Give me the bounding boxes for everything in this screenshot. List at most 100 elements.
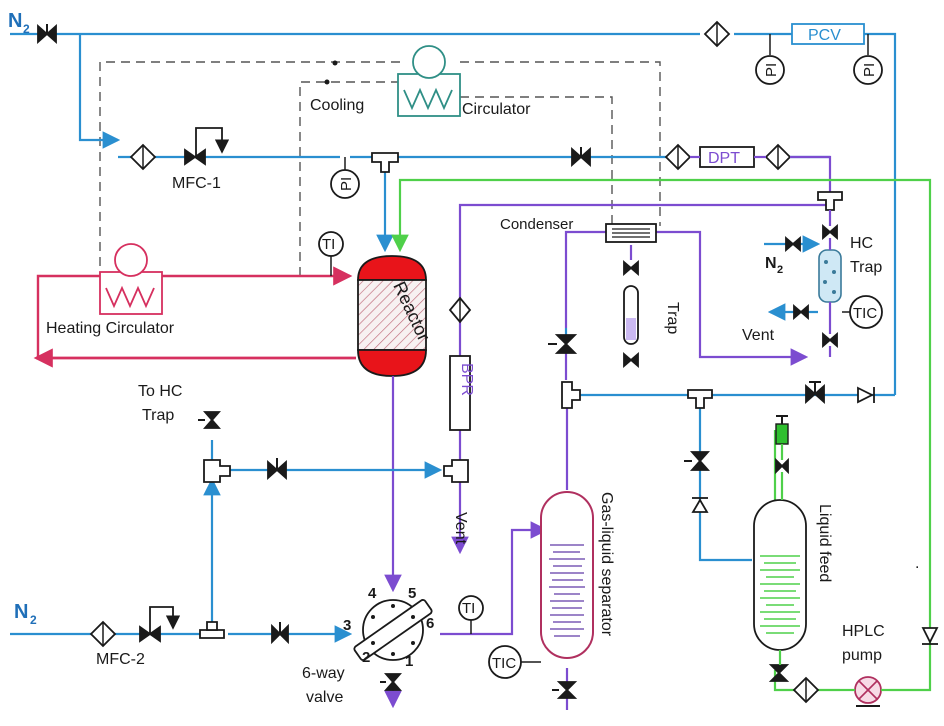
heating-loop xyxy=(33,266,356,368)
svg-text:Gas-liquid separator: Gas-liquid separator xyxy=(598,492,615,637)
svg-text:4: 4 xyxy=(368,585,377,602)
svg-text:Trap: Trap xyxy=(850,259,882,276)
vent-hc: Vent TIC xyxy=(742,295,883,344)
check-valve xyxy=(691,497,709,513)
separator-drain-valve[interactable] xyxy=(552,681,578,699)
svg-text:TI: TI xyxy=(322,236,335,253)
check-valve xyxy=(921,627,939,645)
svg-text:N: N xyxy=(8,10,22,32)
svg-text:2: 2 xyxy=(30,613,37,627)
filter-icon xyxy=(764,143,792,171)
svg-text:TIC: TIC xyxy=(853,305,877,322)
filter-icon xyxy=(664,143,692,171)
vent-mid-label: Vent xyxy=(452,512,469,545)
temperature-indicator-transfer: TI xyxy=(458,595,484,634)
check-valve xyxy=(857,386,875,404)
tee-fitting xyxy=(199,621,225,639)
gas-liquid-separator: Gas-liquid separator xyxy=(540,491,615,659)
svg-text:Heating Circulator: Heating Circulator xyxy=(46,320,175,337)
svg-text:To HC: To HC xyxy=(138,383,182,400)
tee-fitting xyxy=(687,389,713,409)
hplc-pump: HPLC pump xyxy=(842,623,885,707)
svg-text:PI: PI xyxy=(338,177,355,191)
valve-vent-line[interactable] xyxy=(267,458,287,481)
mfc-2[interactable]: MFC-2 xyxy=(96,606,181,668)
filter-icon xyxy=(792,676,820,704)
svg-text:HPLC: HPLC xyxy=(842,623,885,640)
condenser: Condenser xyxy=(500,216,657,243)
pressure-indicator-right: PI xyxy=(853,34,883,85)
svg-text:valve: valve xyxy=(306,689,343,706)
svg-text:TI: TI xyxy=(462,600,475,617)
svg-text:TIC: TIC xyxy=(492,655,516,672)
n2-inlet-valve[interactable] xyxy=(37,23,57,45)
svg-text:PCV: PCV xyxy=(808,27,841,44)
svg-text:PI: PI xyxy=(763,63,780,77)
svg-text:N: N xyxy=(14,601,28,623)
filter-icon xyxy=(129,143,157,171)
svg-text:.: . xyxy=(915,555,919,572)
svg-text:6-way: 6-way xyxy=(302,665,345,682)
filter-icon xyxy=(703,20,731,48)
cooling-loop xyxy=(99,60,661,277)
svg-text:N: N xyxy=(765,255,777,272)
mfc-1[interactable]: MFC-1 xyxy=(172,127,230,192)
valve-middle-left[interactable] xyxy=(548,334,578,354)
svg-text:pump: pump xyxy=(842,647,882,664)
to-hc-trap-label: To HC Trap xyxy=(138,383,182,424)
svg-text:Circulator: Circulator xyxy=(462,101,531,118)
pressure-indicator-mid: PI xyxy=(330,157,360,199)
svg-text:Trap: Trap xyxy=(664,302,681,334)
vapor-lines xyxy=(384,203,830,710)
reactor: Reactor xyxy=(357,255,434,377)
n2-top-label: N 2 xyxy=(8,10,30,36)
svg-text:Liquid feed: Liquid feed xyxy=(816,504,833,582)
svg-text:MFC-1: MFC-1 xyxy=(172,175,221,192)
svg-text:HC: HC xyxy=(850,235,873,252)
svg-text:2: 2 xyxy=(362,649,370,666)
svg-text:1: 1 xyxy=(405,653,413,670)
six-way-label: 6-way valve xyxy=(302,665,345,706)
valve-liquid-feed-line[interactable] xyxy=(684,451,711,471)
pressure-indicator-left: PI xyxy=(755,34,785,85)
tee-fitting xyxy=(561,381,581,409)
svg-text:Trap: Trap xyxy=(142,407,174,424)
svg-text:DPT: DPT xyxy=(708,150,740,167)
svg-text:MFC-2: MFC-2 xyxy=(96,651,145,668)
heating-circulator: Heating Circulator xyxy=(46,243,175,337)
svg-text:BPR: BPR xyxy=(458,363,475,396)
filter-icon xyxy=(448,296,472,324)
trap-vessel: Trap xyxy=(623,260,681,368)
valve-middle-right[interactable] xyxy=(805,381,825,405)
syringe-icon xyxy=(775,415,789,475)
hc-trap: HC Trap xyxy=(817,191,882,348)
valve-6way-inlet[interactable] xyxy=(271,622,289,645)
six-way-drain-valve[interactable] xyxy=(380,673,402,691)
dpt-box: DPT xyxy=(699,146,755,168)
svg-text:PI: PI xyxy=(861,63,878,77)
valve-dpt-line[interactable] xyxy=(571,146,591,168)
svg-text:Vent: Vent xyxy=(452,512,469,545)
svg-text:Vent: Vent xyxy=(742,327,775,344)
tee-fitting xyxy=(371,152,399,173)
to-hc-trap-valve[interactable] xyxy=(198,411,221,429)
liquid-feed-tank: Liquid feed xyxy=(753,499,833,651)
svg-text:Cooling: Cooling xyxy=(310,97,364,114)
temperature-controller-separator: TIC xyxy=(488,645,541,679)
tee-fitting xyxy=(203,459,231,483)
filter-icon xyxy=(89,620,117,648)
cooling-circulator: Cooling Circulator xyxy=(310,45,531,118)
svg-text:Condenser: Condenser xyxy=(500,216,573,233)
svg-text:2: 2 xyxy=(777,264,783,276)
tee-fitting xyxy=(443,459,469,483)
n2-hc-inlet: N 2 xyxy=(764,235,821,276)
svg-text:5: 5 xyxy=(408,585,416,602)
svg-text:3: 3 xyxy=(343,617,351,634)
n2-bottom-label: N 2 xyxy=(14,601,37,627)
pcv-box: PCV xyxy=(791,23,865,45)
temperature-indicator-reactor: TI xyxy=(318,231,344,276)
svg-text:6: 6 xyxy=(426,615,434,632)
feed-outlet-valve[interactable] xyxy=(768,664,790,682)
six-way-valve[interactable]: 4 5 3 6 2 1 xyxy=(343,585,434,670)
